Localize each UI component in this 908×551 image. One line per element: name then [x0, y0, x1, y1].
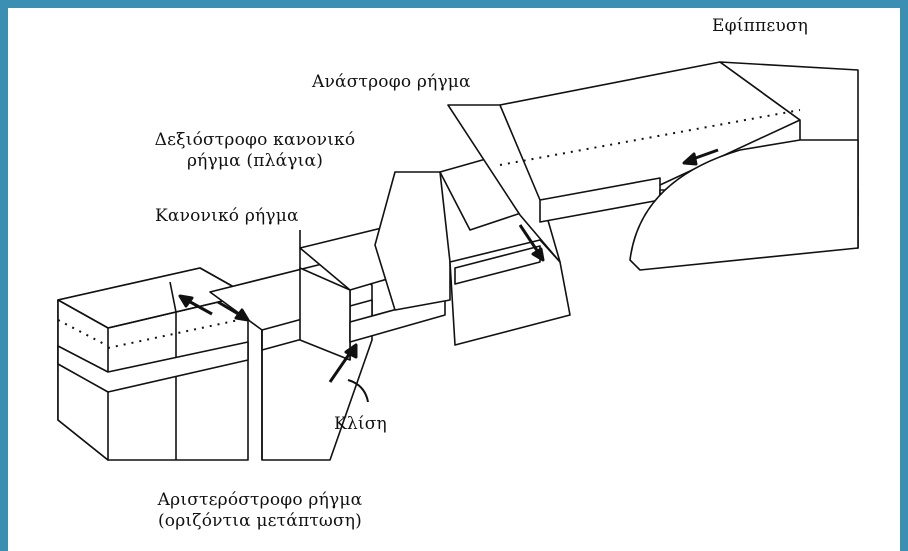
sinistral-line2: (οριζόντια μετάπτωση) — [157, 511, 363, 531]
normal-fault-label: Κανονικό ρήγμα — [155, 206, 299, 226]
dextral-oblique-label: Δεξιόστροφο κανονικό ρήγμα (πλάγια) — [135, 130, 375, 172]
reverse-fault-block — [447, 61, 859, 271]
dip-label: Κλίση — [334, 414, 387, 434]
dextral-oblique-line1: Δεξιόστροφο κανονικό — [154, 130, 356, 150]
sinistral-line1: Αριστερόστροφο ρήγμα — [157, 490, 363, 510]
strike-slip-block — [57, 267, 249, 461]
sinistral-fault-label: Αριστερόστροφο ρήγμα (οριζόντια μετάπτωσ… — [120, 490, 400, 532]
overthrust-label: Εφίππευση — [712, 16, 809, 36]
reverse-fault-label: Ανάστροφο ρήγμα — [312, 72, 471, 92]
dip-arrow — [347, 379, 369, 403]
slip-arrows — [178, 148, 719, 383]
dextral-oblique-line2: ρήγμα (πλάγια) — [186, 151, 324, 171]
